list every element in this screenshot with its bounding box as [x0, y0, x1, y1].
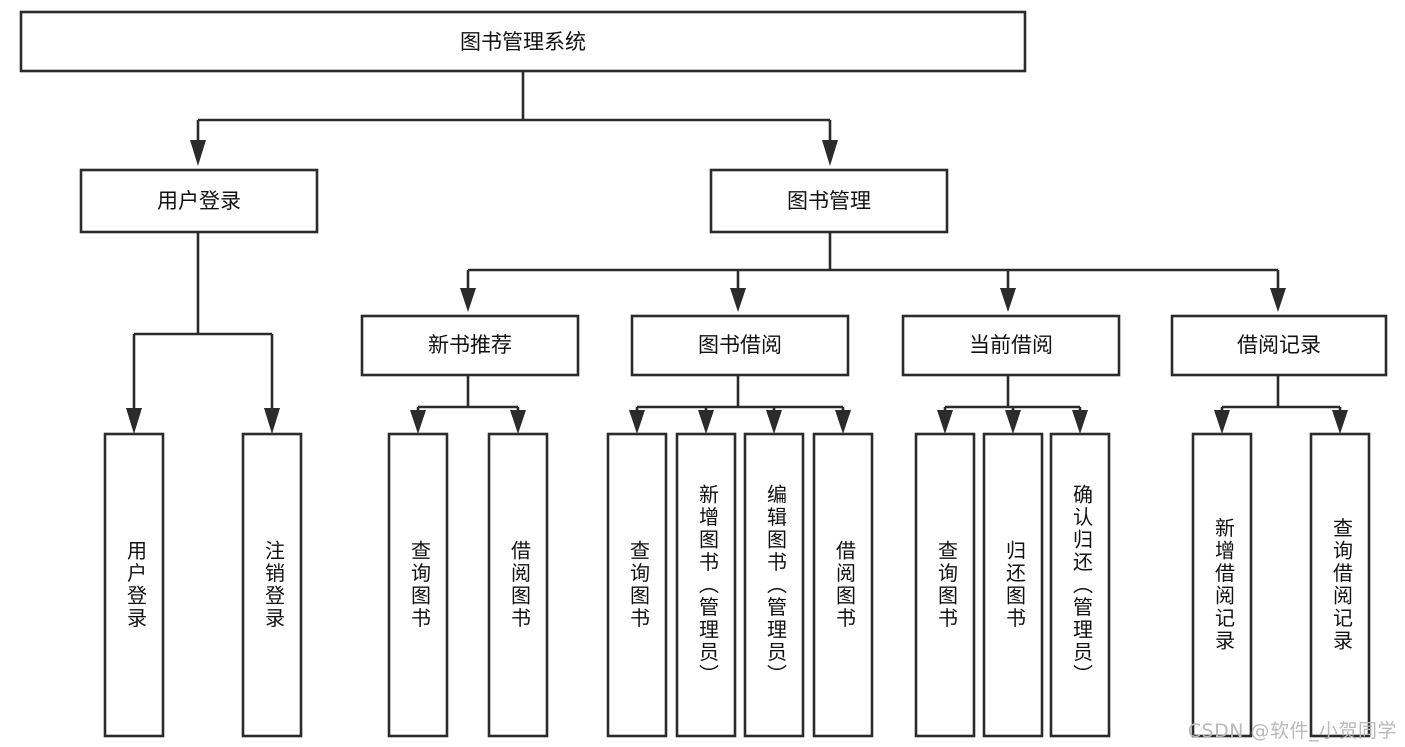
connector-currentborrow-to-leaves [937, 375, 1088, 434]
node-label-root: 图书管理系统 [460, 30, 586, 54]
arrow-head-icon [460, 288, 476, 312]
node-label-leaf-confirm-return: 确认归还（管理员） [1070, 483, 1094, 686]
node-leaf-add-book[interactable]: 新增图书（管理员） [675, 432, 737, 738]
node-leaf-query-book-1[interactable]: 查询图书 [387, 432, 449, 738]
arrow-head-icon [766, 410, 782, 434]
node-label-current-borrow: 当前借阅 [969, 333, 1053, 357]
arrow-head-icon [1005, 410, 1021, 434]
node-label-user-login: 用户登录 [157, 189, 241, 213]
arrow-head-icon [822, 140, 838, 166]
node-box [982, 432, 1044, 738]
arrow-head-icon [410, 410, 426, 434]
node-root[interactable]: 图书管理系统 [19, 10, 1027, 73]
node-box [19, 10, 1027, 73]
arrow-head-icon [835, 410, 851, 434]
node-box [901, 314, 1121, 377]
node-label-leaf-query-book-2: 查询图书 [627, 540, 651, 630]
node-leaf-return-book[interactable]: 归还图书 [982, 432, 1044, 738]
watermark-text: CSDN @软件_小贺同学 [1187, 720, 1397, 742]
node-box [914, 432, 976, 738]
node-label-leaf-add-record: 新增借阅记录 [1212, 517, 1236, 652]
connector-bookborrow-to-leaves [629, 375, 851, 434]
node-leaf-edit-book[interactable]: 编辑图书（管理员） [743, 432, 805, 738]
arrow-head-icon [937, 410, 953, 434]
node-box [675, 432, 737, 738]
connector-root-to-level2 [190, 71, 838, 166]
arrow-head-icon [510, 410, 526, 434]
arrow-head-icon [629, 410, 645, 434]
node-label-book-borrow: 图书借阅 [698, 333, 782, 357]
node-leaf-confirm-return[interactable]: 确认归还（管理员） [1049, 432, 1111, 738]
arrow-head-icon [190, 140, 206, 166]
node-leaf-user-logout[interactable]: 注销登录 [241, 432, 303, 738]
node-label-leaf-user-login: 用户登录 [124, 540, 148, 630]
node-label-leaf-return-book: 归还图书 [1003, 540, 1027, 630]
connector-newbook-to-leaves [410, 375, 526, 434]
connector-userlogin-to-leaves [126, 232, 280, 434]
node-leaf-query-book-2[interactable]: 查询图书 [606, 432, 668, 738]
node-box [1191, 432, 1253, 738]
node-box [103, 432, 165, 738]
node-user-login[interactable]: 用户登录 [79, 168, 319, 234]
node-box [812, 432, 874, 738]
node-label-leaf-edit-book: 编辑图书（管理员） [764, 483, 788, 686]
arrow-head-icon [1072, 410, 1088, 434]
node-label-leaf-query-book-1: 查询图书 [408, 540, 432, 630]
node-box [387, 432, 449, 738]
node-label-leaf-borrow-book-1: 借阅图书 [508, 540, 532, 630]
node-new-book-recommend[interactable]: 新书推荐 [360, 314, 580, 377]
arrow-head-icon [126, 408, 142, 434]
node-box [709, 168, 949, 234]
node-book-borrow[interactable]: 图书借阅 [630, 314, 850, 377]
node-box [630, 314, 850, 377]
node-borrow-record[interactable]: 借阅记录 [1170, 314, 1388, 377]
node-current-borrow[interactable]: 当前借阅 [901, 314, 1121, 377]
node-box [241, 432, 303, 738]
node-leaf-query-book-3[interactable]: 查询图书 [914, 432, 976, 738]
node-label-leaf-query-book-3: 查询图书 [935, 540, 959, 630]
node-box [1170, 314, 1388, 377]
connector-bookmanage-to-level3 [460, 232, 1286, 312]
arrow-head-icon [1000, 288, 1016, 312]
node-box [1049, 432, 1111, 738]
arrow-head-icon [698, 410, 714, 434]
node-label-leaf-user-logout: 注销登录 [262, 540, 286, 630]
node-label-book-manage: 图书管理 [787, 189, 871, 213]
node-leaf-borrow-book-1[interactable]: 借阅图书 [487, 432, 549, 738]
node-box [606, 432, 668, 738]
node-label-leaf-query-record: 查询借阅记录 [1330, 517, 1354, 652]
node-label-leaf-add-book: 新增图书（管理员） [696, 483, 720, 686]
arrow-head-icon [1214, 410, 1230, 434]
arrow-head-icon [730, 288, 746, 312]
node-label-borrow-record: 借阅记录 [1237, 333, 1321, 357]
node-label-new-book-recommend: 新书推荐 [428, 333, 512, 357]
arrow-head-icon [1332, 410, 1348, 434]
node-label-leaf-borrow-book-2: 借阅图书 [833, 540, 857, 630]
node-book-manage[interactable]: 图书管理 [709, 168, 949, 234]
arrow-head-icon [1270, 288, 1286, 312]
node-leaf-add-record[interactable]: 新增借阅记录 [1191, 432, 1253, 738]
node-box [487, 432, 549, 738]
node-box [360, 314, 580, 377]
node-leaf-borrow-book-2[interactable]: 借阅图书 [812, 432, 874, 738]
arrow-head-icon [264, 408, 280, 434]
node-box [1309, 432, 1371, 738]
node-box [79, 168, 319, 234]
connector-borrowrecord-to-leaves [1214, 375, 1348, 434]
node-leaf-query-record[interactable]: 查询借阅记录 [1309, 432, 1371, 738]
node-box [743, 432, 805, 738]
node-leaf-user-login[interactable]: 用户登录 [103, 432, 165, 738]
